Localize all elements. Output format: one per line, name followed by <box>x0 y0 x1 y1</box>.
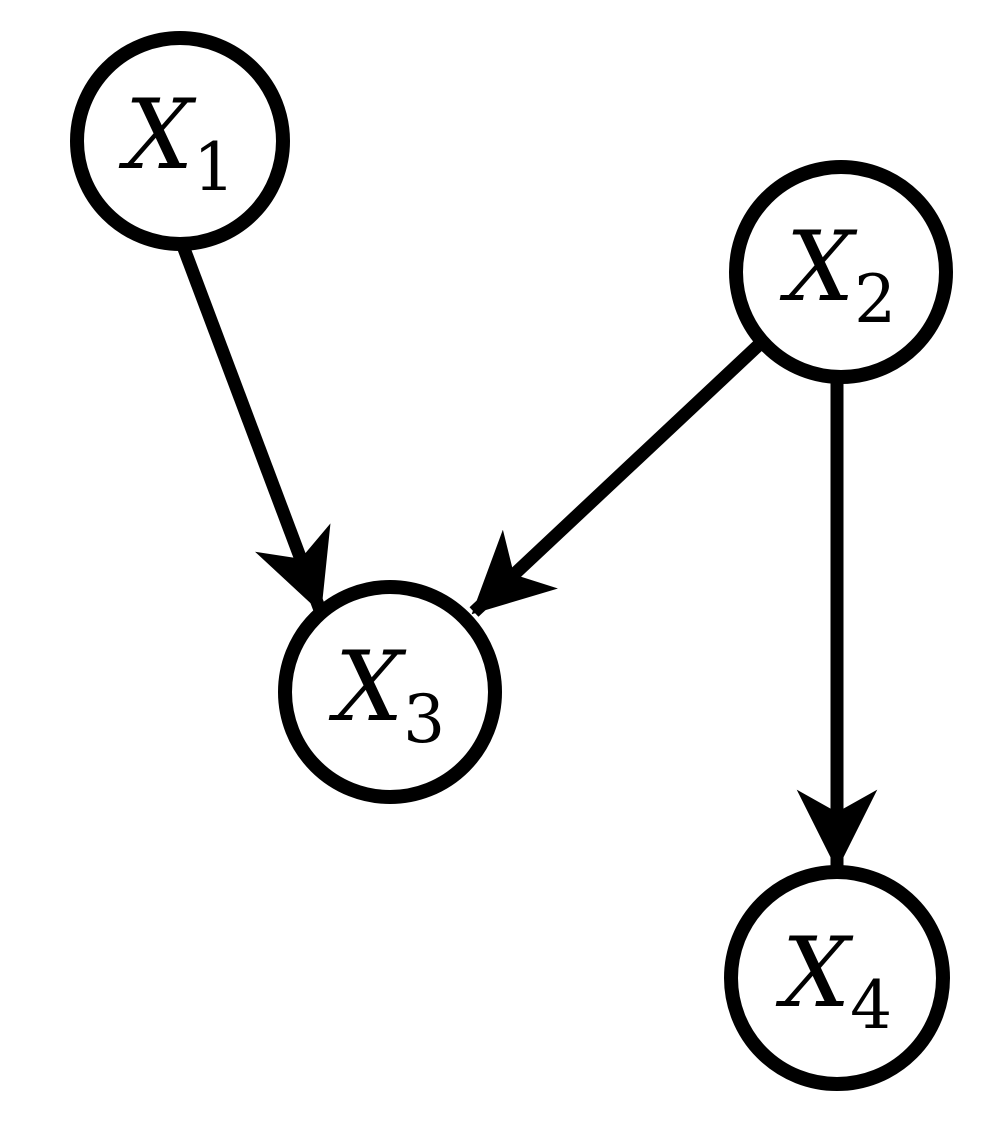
edge-x1-to-x3 <box>176 243 331 614</box>
node-x2-circle <box>729 160 953 384</box>
node-x4-circle <box>724 865 950 1091</box>
node-x1-label-base: X <box>118 79 197 191</box>
node-x3-label-base: X <box>328 631 407 743</box>
node-x3-label-subscript: 3 <box>403 681 445 758</box>
node-x2-label-base: X <box>779 211 858 323</box>
node-x4-label: X4 <box>775 917 892 1044</box>
node-x1-label-subscript: 1 <box>193 129 235 206</box>
node-x1-label: X1 <box>118 79 235 206</box>
node-x3-label: X3 <box>328 631 445 758</box>
node-x3-circle <box>278 580 502 804</box>
node-x4-label-subscript: 4 <box>850 967 892 1044</box>
node-x2-label: X2 <box>779 211 896 338</box>
node-x2-label-subscript: 2 <box>854 261 896 338</box>
node-x4-label-base: X <box>775 917 854 1029</box>
node-x1-circle <box>70 31 290 251</box>
edge-x2-to-x3 <box>469 336 768 617</box>
